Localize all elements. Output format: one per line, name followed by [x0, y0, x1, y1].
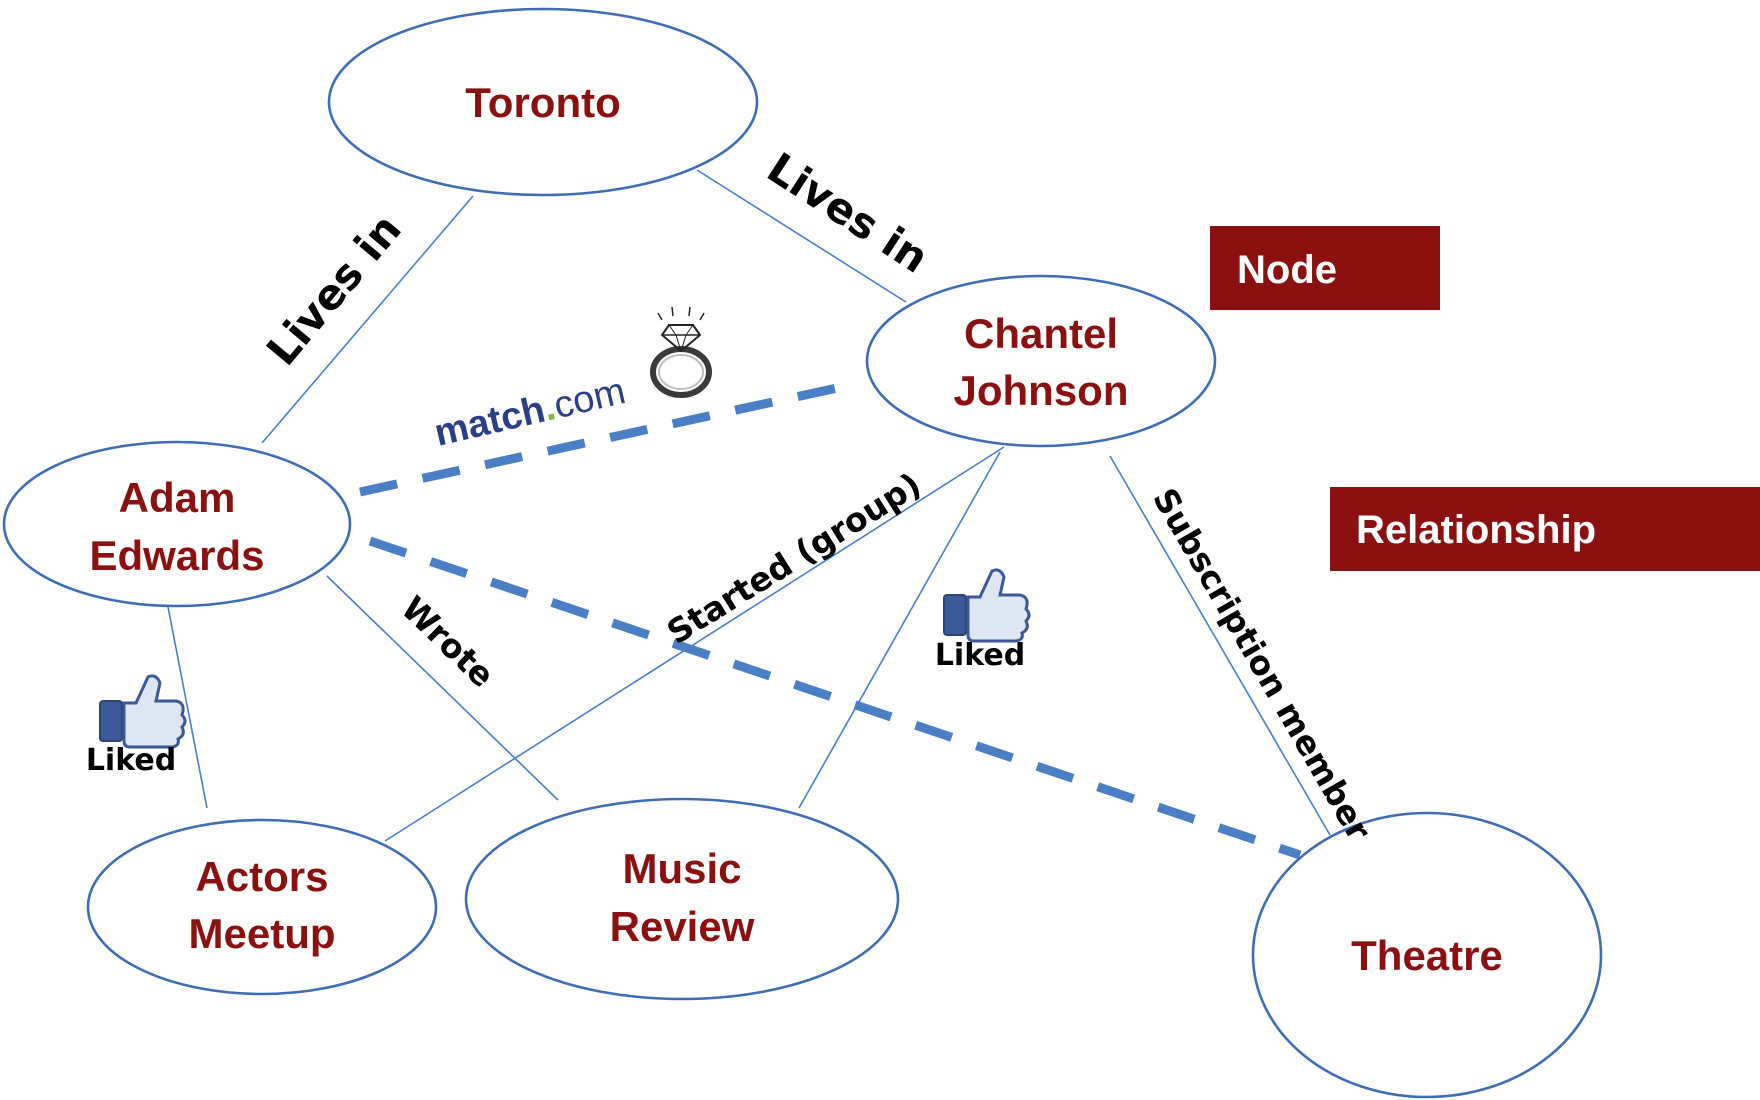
legend-node-box: [1210, 226, 1440, 310]
match-logo: match.com: [431, 370, 630, 455]
node-label-chantel-2: Johnson: [954, 367, 1129, 414]
edge-toronto-chantel: [696, 169, 907, 303]
node-label-theatre: Theatre: [1351, 932, 1503, 979]
edge-chantel-music: [798, 451, 1001, 809]
edge-adam-music: [326, 575, 559, 801]
node-label-chantel-1: Chantel: [964, 310, 1118, 357]
node-music-review[interactable]: [464, 797, 900, 1001]
legend-relationship-box: [1330, 487, 1760, 571]
node-label-music-2: Review: [610, 903, 755, 950]
rel-label-adam-lives-in: Lives in: [257, 205, 411, 375]
node-label-adam-1: Adam: [119, 474, 236, 521]
diamond-ring-icon: [650, 306, 712, 398]
node-label-actors-1: Actors: [195, 853, 328, 900]
rel-label-chantel-lives-in: Lives in: [759, 143, 937, 283]
thumbs-up-icon: [99, 674, 187, 749]
node-theatre[interactable]: [1251, 811, 1603, 1099]
edge-chantel-actors: [384, 446, 1005, 842]
legend-node-label: Node: [1237, 248, 1337, 292]
rel-label-started-group: Started (group): [660, 465, 928, 652]
node-chantel-johnson[interactable]: [865, 274, 1217, 448]
rel-label-wrote: Wrote: [394, 588, 502, 694]
edge-adam-chantel-dashed: [359, 378, 861, 497]
rel-label-liked-right: Liked: [935, 638, 1025, 673]
legend-relationship-label: Relationship: [1356, 508, 1596, 552]
node-label-toronto: Toronto: [465, 79, 621, 126]
node-label-music-1: Music: [622, 845, 741, 892]
node-toronto[interactable]: [327, 7, 759, 197]
edge-adam-toronto: [261, 195, 474, 444]
edge-chantel-theatre: [1109, 455, 1331, 836]
edge-adam-theatre-dashed: [368, 536, 1302, 860]
rel-label-liked-left: Liked: [86, 743, 176, 778]
node-actors-meetup[interactable]: [86, 818, 438, 996]
match-logo-text: match.com: [431, 370, 630, 455]
edge-adam-actors: [167, 606, 208, 809]
node-label-actors-2: Meetup: [189, 910, 336, 957]
node-adam-edwards[interactable]: [2, 440, 352, 608]
node-label-adam-2: Edwards: [89, 532, 264, 579]
thumbs-up-icon: [943, 568, 1031, 643]
